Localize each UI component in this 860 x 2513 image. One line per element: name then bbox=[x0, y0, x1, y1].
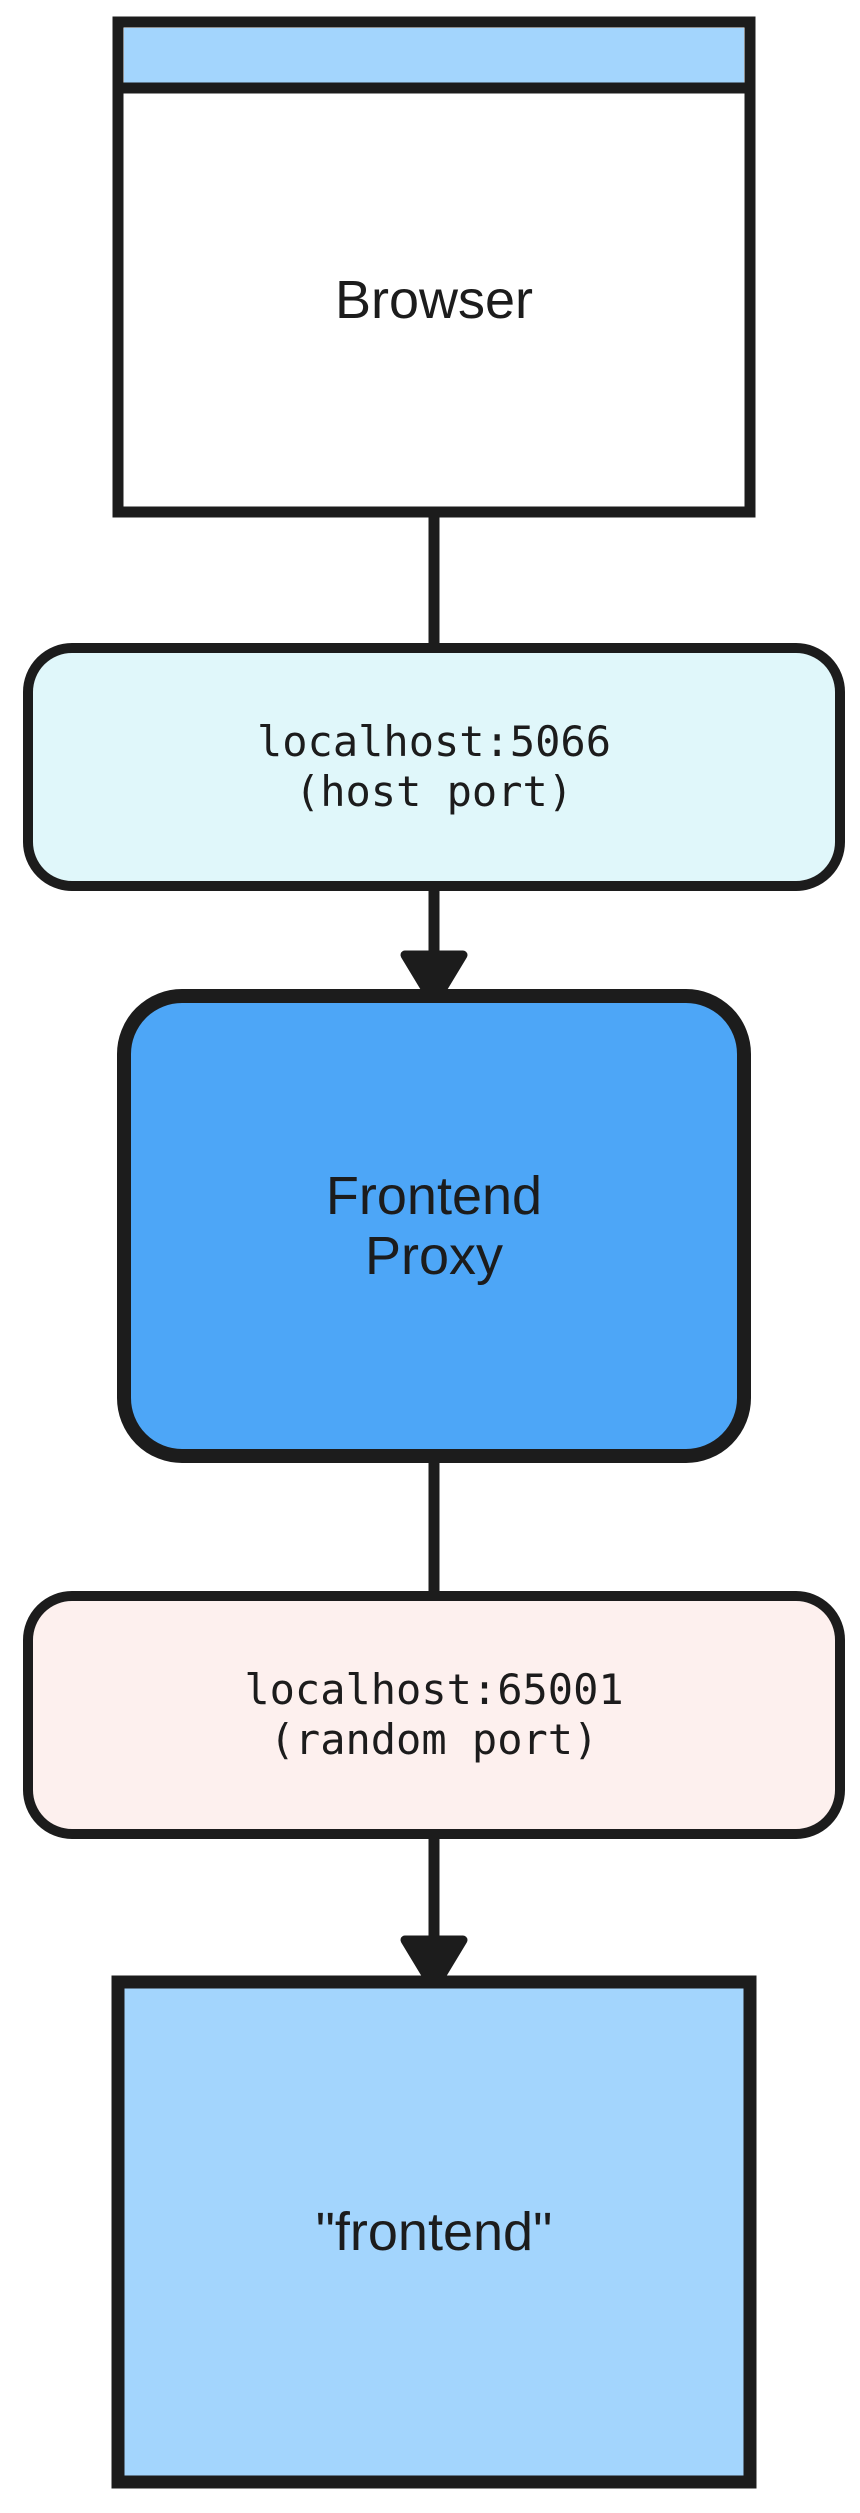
node-frontend-service[interactable] bbox=[111, 1975, 757, 2489]
edge-random-port-to-frontend bbox=[400, 1830, 468, 1993]
node-frontend-proxy[interactable] bbox=[117, 989, 751, 1463]
node-random-port-label[interactable] bbox=[23, 1591, 845, 1839]
node-host-port-label[interactable] bbox=[23, 643, 845, 891]
node-browser[interactable] bbox=[112, 16, 756, 518]
edge-host-port-to-proxy bbox=[400, 885, 468, 1008]
